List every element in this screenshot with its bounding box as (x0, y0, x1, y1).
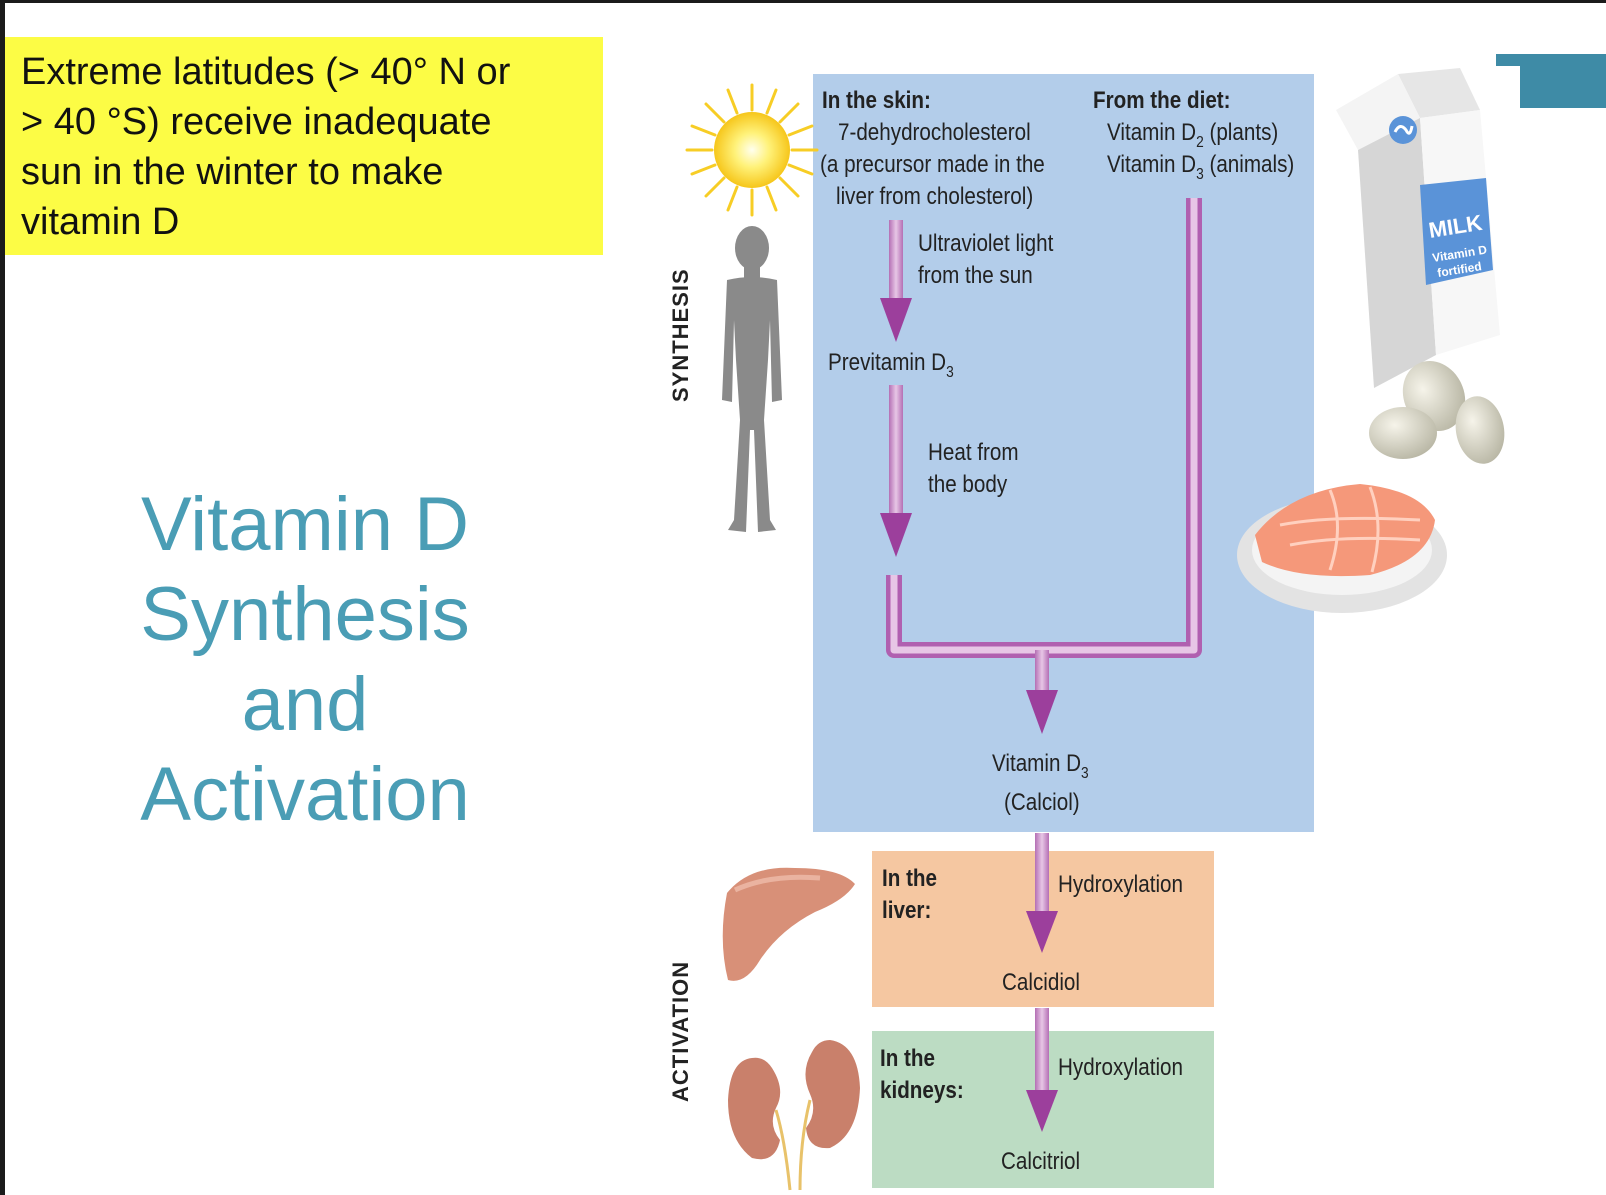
liver-process-label: Hydroxylation (1058, 871, 1183, 898)
kidneys-heading: In the (880, 1045, 935, 1072)
activation-label: ACTIVATION (668, 961, 693, 1102)
window-top-border (0, 0, 1606, 3)
latitude-note: Extreme latitudes (> 40° N or > 40 °S) r… (5, 37, 603, 255)
skin-line: 7-dehydrocholesterol (838, 119, 1031, 146)
flow-arrows (880, 198, 1202, 1132)
calcidiol-label: Calcidiol (1002, 969, 1080, 996)
eggs-icon (1369, 360, 1505, 464)
heat-label: Heat from (928, 439, 1019, 466)
diet-vitamin-d2: Vitamin D2 (plants) (1107, 119, 1278, 152)
note-line: > 40 °S) receive inadequate (21, 101, 492, 143)
heat-label: the body (928, 471, 1008, 498)
liver-icon (722, 867, 855, 981)
corner-decoration (1496, 54, 1606, 108)
previtamin-d3-label: Previtamin D3 (828, 349, 954, 382)
salmon-plate-icon (1237, 484, 1447, 613)
note-line: vitamin D (21, 201, 180, 243)
slide-title: Vitamin D Synthesis and Activation (70, 480, 540, 840)
kidneys-heading: kidneys: (880, 1077, 964, 1104)
uv-label: from the sun (918, 262, 1033, 289)
uv-arrow (880, 220, 912, 342)
skin-heading: In the skin: (822, 87, 931, 114)
diet-vitamin-d3: Vitamin D3 (animals) (1107, 151, 1294, 184)
heat-arrow (880, 385, 912, 557)
kidneys-icon (728, 1040, 860, 1191)
window-left-border (0, 0, 5, 1195)
synthesis-label: SYNTHESIS (668, 268, 693, 402)
corner-block (1520, 54, 1606, 108)
liver-arrow (1026, 833, 1058, 953)
calcitriol-label: Calcitriol (1001, 1148, 1080, 1175)
title-line: Activation (140, 752, 470, 837)
diet-heading: From the diet: (1093, 87, 1231, 114)
skin-line: (a precursor made in the (820, 151, 1045, 178)
sun-icon (685, 83, 819, 217)
calciol-label: (Calciol) (1004, 789, 1080, 816)
title-line: Synthesis (140, 572, 470, 657)
kidney-arrow (1026, 1008, 1058, 1132)
skin-line: liver from cholesterol) (836, 183, 1033, 210)
milk-carton-icon: MILK Vitamin D fortified (1336, 68, 1500, 388)
vitamin-d3-label: Vitamin D3 (992, 750, 1089, 783)
to-vitamin-d3-arrow (1026, 650, 1058, 734)
milk-line2: fortified (1436, 259, 1482, 280)
liver-heading: liver: (882, 897, 931, 924)
liver-heading: In the (882, 865, 937, 892)
title-line: Vitamin D (140, 482, 470, 567)
note-line: Extreme latitudes (> 40° N or (21, 51, 511, 93)
human-silhouette-icon (722, 226, 782, 532)
note-line: sun in the winter to make (21, 151, 444, 193)
uv-label: Ultraviolet light (918, 230, 1054, 257)
title-line: and (241, 662, 369, 747)
kidney-process-label: Hydroxylation (1058, 1054, 1183, 1081)
